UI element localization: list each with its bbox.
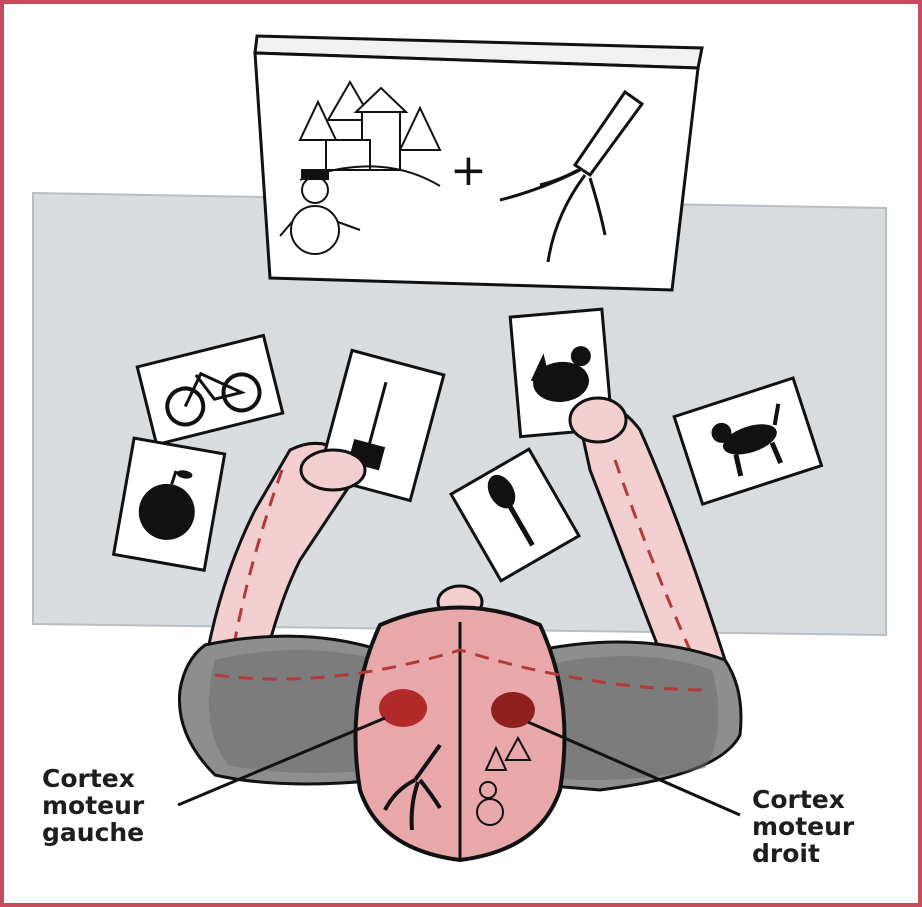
left-motor-cortex-spot bbox=[379, 689, 427, 727]
plus-operator: + bbox=[450, 145, 487, 196]
label-left-motor-cortex: Cortex moteur gauche bbox=[42, 765, 144, 846]
label-right-motor-cortex: Cortex moteur droit bbox=[752, 786, 854, 867]
left-hand bbox=[301, 450, 365, 490]
right-hand bbox=[570, 398, 626, 442]
card-apple bbox=[114, 438, 225, 570]
